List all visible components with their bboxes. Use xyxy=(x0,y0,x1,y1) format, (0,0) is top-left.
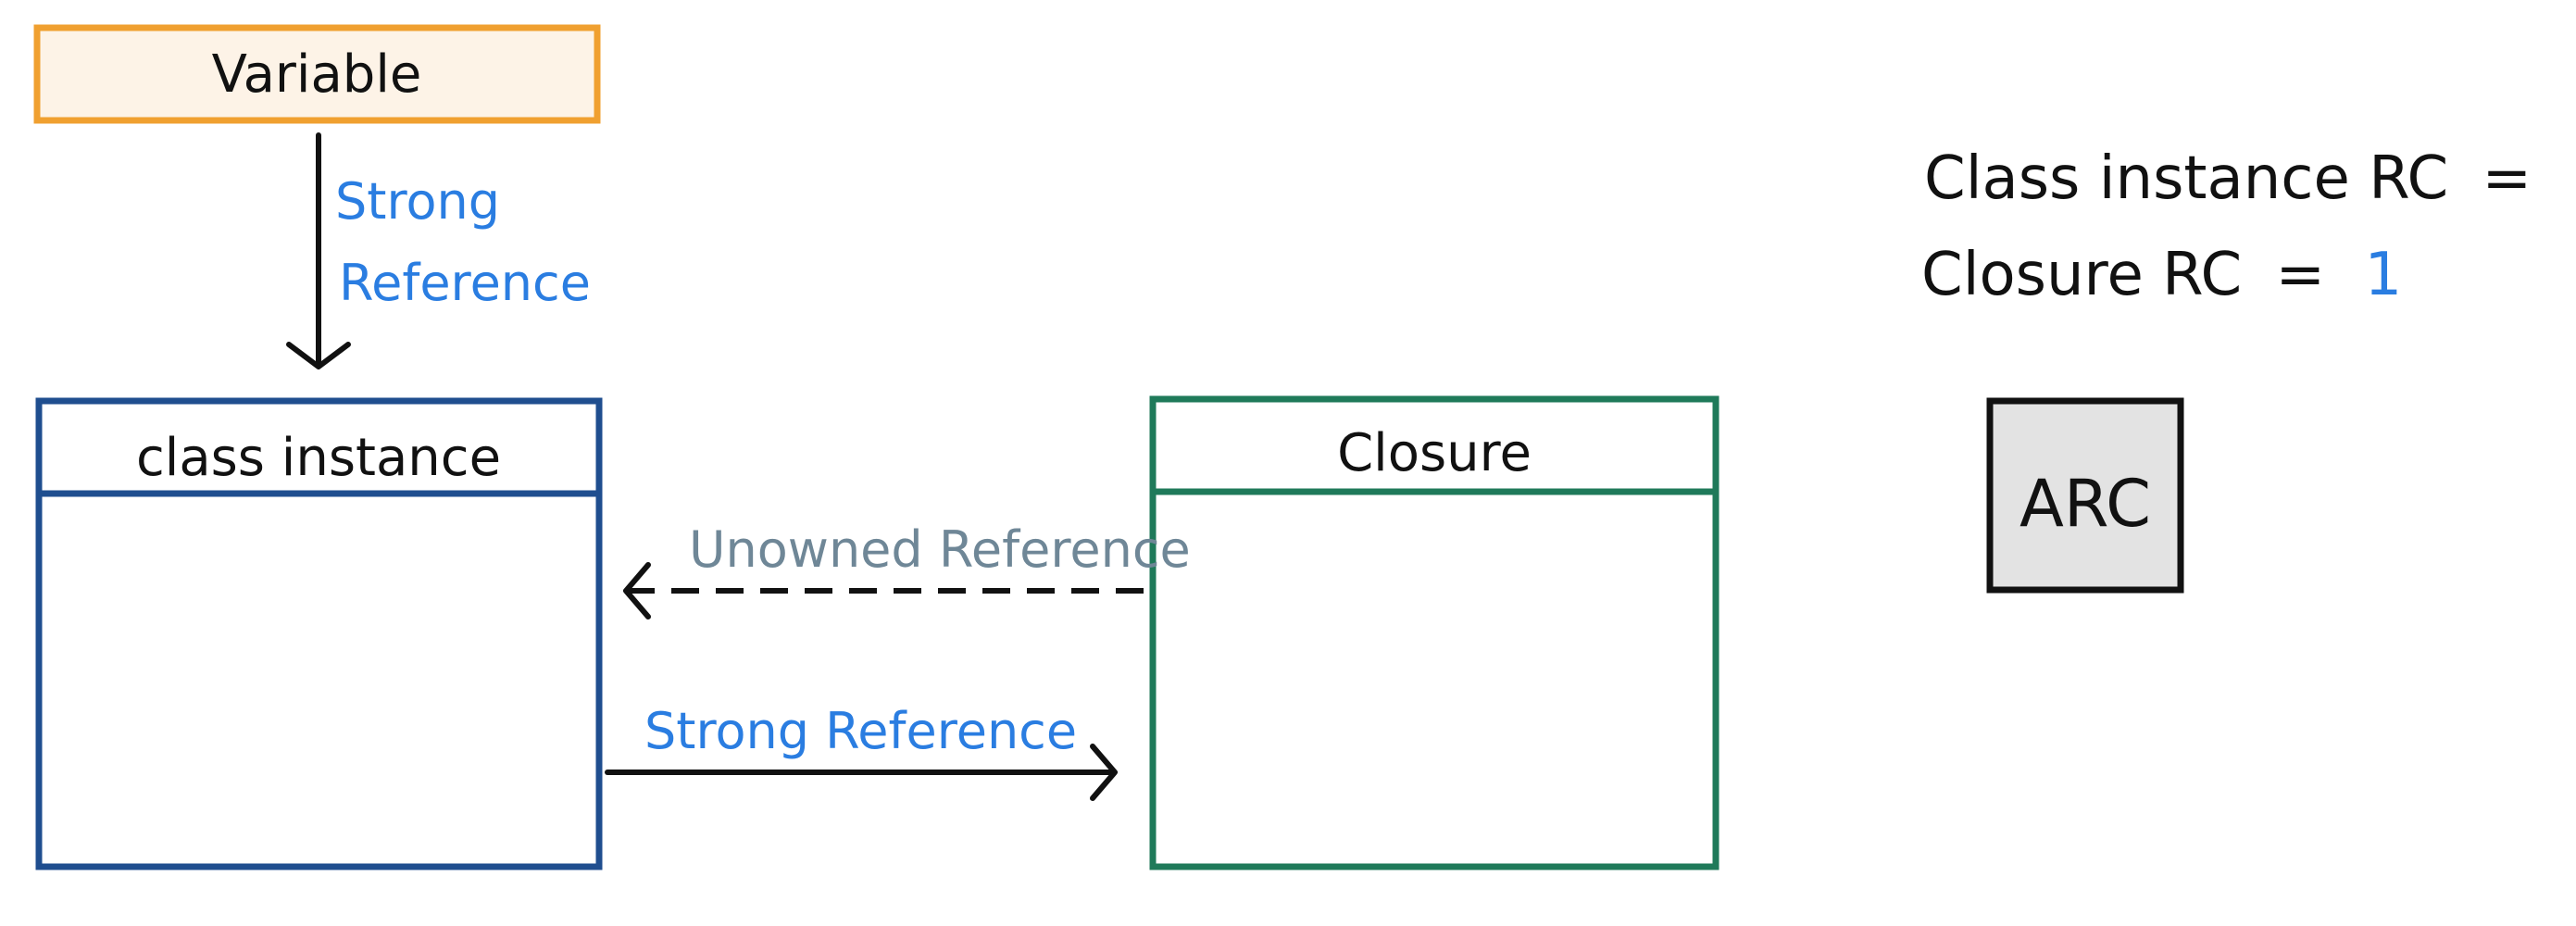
arc-box xyxy=(1986,397,2184,594)
variable-box xyxy=(33,24,601,124)
strong-arrow-vertical-head xyxy=(286,342,351,369)
instance-rc-row: Class instance RC = 1 xyxy=(1924,144,2576,213)
closure-node: Closure xyxy=(1149,395,1719,870)
edge-closure-to-instance: Unowned Reference xyxy=(623,520,1191,619)
closure-rc-row: Closure RC = 1 xyxy=(1921,241,2402,309)
strong-reference-label-line2: Reference xyxy=(339,254,591,312)
arc-node: ARC xyxy=(1986,397,2184,594)
instance-rc-label: Class instance RC xyxy=(1924,144,2448,213)
closure-rc-value: 1 xyxy=(2364,241,2402,309)
instance-rc-value: 1 xyxy=(2570,144,2576,213)
arc-label: ARC xyxy=(2020,466,2151,542)
variable-node: Variable xyxy=(33,24,601,124)
closure-rc-equals: = xyxy=(2275,241,2325,309)
edge-instance-to-closure: Strong Reference xyxy=(605,702,1118,801)
instance-rc-equals: = xyxy=(2482,144,2532,213)
strong-arrow-horizontal-head xyxy=(1090,744,1118,801)
class-instance-label: class instance xyxy=(136,428,501,488)
unowned-arrow-head xyxy=(623,562,651,619)
closure-label: Closure xyxy=(1337,423,1532,483)
class-instance-box xyxy=(35,397,603,870)
closure-rc-label: Closure RC xyxy=(1921,241,2242,309)
strong-reference-label-line1: Strong xyxy=(335,172,500,231)
class-instance-node: class instance xyxy=(35,397,603,870)
reference-counts: Class instance RC = 1 Closure RC = 1 xyxy=(1921,144,2576,309)
strong-reference-label-horizontal: Strong Reference xyxy=(644,702,1077,760)
unowned-reference-label: Unowned Reference xyxy=(689,520,1191,579)
variable-label: Variable xyxy=(212,44,422,105)
edge-variable-to-instance: Strong Reference xyxy=(286,132,591,369)
closure-box xyxy=(1149,395,1719,870)
